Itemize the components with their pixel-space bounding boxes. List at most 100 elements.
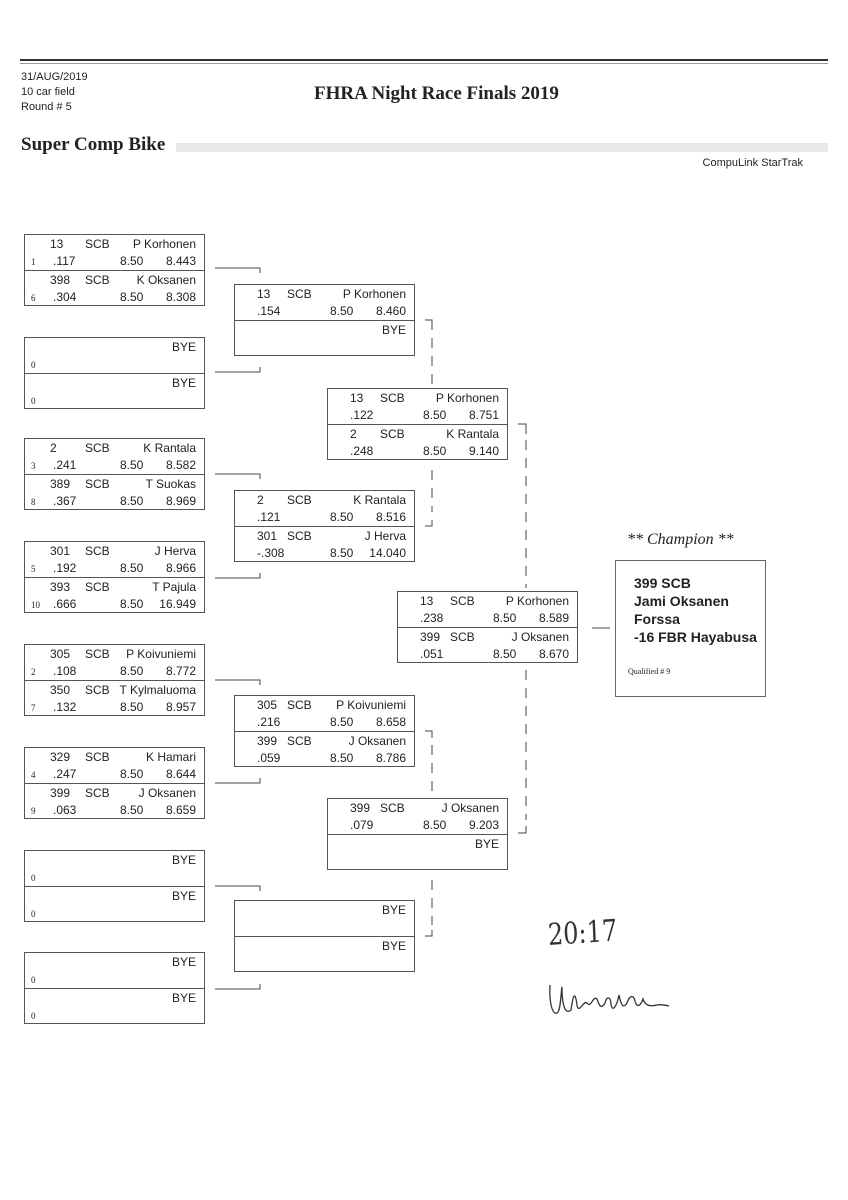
racer-name: BYE [381, 939, 406, 953]
racer-cls: SCB [85, 786, 110, 800]
racer-name: P Korhonen [505, 594, 569, 608]
racer-dial: 8.50 [120, 561, 144, 575]
header-rule [20, 59, 828, 61]
racer-car: 13 [350, 391, 364, 405]
racer-rt: .367 [53, 494, 77, 508]
racer-dial: 8.50 [120, 458, 144, 472]
champion-qualified: Qualified # 9 [628, 667, 671, 676]
racer-dial: 8.50 [120, 767, 144, 781]
racer-name: BYE [171, 340, 196, 354]
round-number: Round # 5 [21, 101, 72, 113]
racer-name: P Koivuniemi [126, 647, 196, 661]
racer-name: BYE [171, 991, 196, 1005]
racer-et: 8.582 [165, 458, 196, 472]
racer-cls: SCB [287, 529, 312, 543]
racer-name: K Hamari [145, 750, 196, 764]
racer-et: 8.969 [165, 494, 196, 508]
racer-name: J Oksanen [441, 801, 499, 815]
racer-cls: SCB [287, 698, 312, 712]
racer-car: 2 [257, 493, 264, 507]
racer-car: 398 [50, 273, 71, 287]
racer-cls: SCB [85, 683, 110, 697]
racer-rt: .063 [53, 803, 77, 817]
racer-car: 389 [50, 477, 71, 491]
racer-name: K Oksanen [136, 273, 196, 287]
software-brand: CompuLink StarTrak [702, 157, 803, 169]
racer-cls: SCB [450, 630, 475, 644]
racer-car: 399 [420, 630, 441, 644]
racer-cls: SCB [85, 237, 110, 251]
racer-rt: -.308 [257, 546, 285, 560]
racer-seed: 4 [31, 770, 36, 780]
racer-name: BYE [171, 955, 196, 969]
racer-rt: .122 [350, 408, 374, 422]
racer-cls: SCB [85, 580, 110, 594]
racer-cls: SCB [287, 287, 312, 301]
racer-rt: .238 [420, 611, 444, 625]
racer-dial: 8.50 [423, 408, 447, 422]
racer-car: 350 [50, 683, 71, 697]
racer-rt: .304 [53, 290, 77, 304]
racer-car: 399 [50, 786, 71, 800]
racer-entry: BYE [235, 901, 414, 937]
racer-name: BYE [381, 323, 406, 337]
champion-car-class: 399 SCB [634, 575, 691, 591]
racer-name: K Rantala [446, 427, 499, 441]
racer-cls: SCB [287, 734, 312, 748]
racer-et: 8.644 [165, 767, 196, 781]
champion-vehicle: -16 FBR Hayabusa [634, 629, 757, 645]
racer-car: 2 [350, 427, 357, 441]
racer-entry: BYE [235, 321, 414, 356]
racer-name: BYE [171, 376, 196, 390]
racer-name: P Koivuniemi [336, 698, 406, 712]
racer-dial: 8.50 [120, 700, 144, 714]
champion-label: ** Champion ** [627, 531, 734, 548]
racer-et: 8.751 [468, 408, 499, 422]
racer-et: 8.658 [375, 715, 406, 729]
racer-cls: SCB [85, 544, 110, 558]
racer-name: BYE [171, 889, 196, 903]
racer-et: 8.443 [165, 254, 196, 268]
racer-et: 14.040 [369, 546, 406, 560]
racer-rt: .154 [257, 304, 281, 318]
champion-town: Forssa [634, 611, 680, 627]
racer-et: 9.140 [468, 444, 499, 458]
racer-rt: .059 [257, 751, 281, 765]
racer-rt: .247 [53, 767, 77, 781]
racer-dial: 8.50 [120, 803, 144, 817]
racer-name: J Herva [364, 529, 406, 543]
racer-name: BYE [381, 903, 406, 917]
racer-cls: SCB [85, 750, 110, 764]
racer-car: 399 [257, 734, 278, 748]
racer-car: 301 [50, 544, 71, 558]
racer-cls: SCB [85, 273, 110, 287]
racer-cls: SCB [85, 647, 110, 661]
racer-dial: 8.50 [120, 254, 144, 268]
class-title: Super Comp Bike [21, 134, 166, 155]
racer-name: T Kylmaluoma [119, 683, 196, 697]
racer-dial: 8.50 [330, 751, 354, 765]
racer-dial: 8.50 [493, 611, 517, 625]
racer-seed: 7 [31, 703, 36, 713]
racer-rt: .192 [53, 561, 77, 575]
racer-dial: 8.50 [120, 290, 144, 304]
racer-et: 16.949 [159, 597, 196, 611]
champion-name: Jami Oksanen [634, 593, 729, 609]
racer-name: J Oksanen [511, 630, 569, 644]
racer-name: K Rantala [143, 441, 196, 455]
